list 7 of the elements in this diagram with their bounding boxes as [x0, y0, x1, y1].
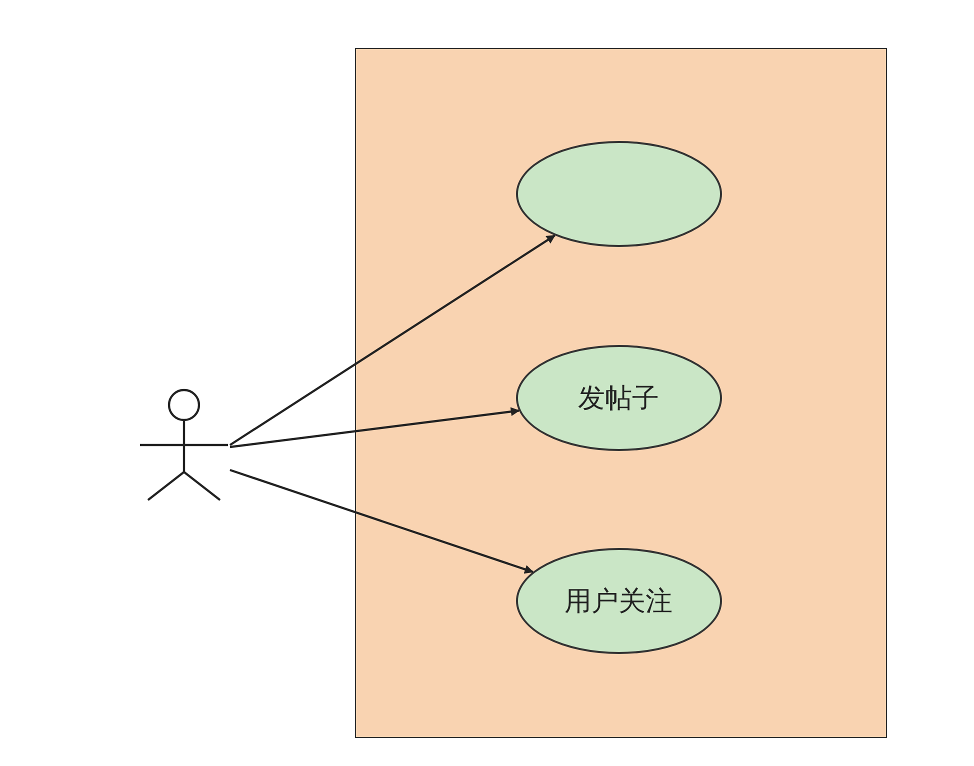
system-boundary: [355, 48, 887, 738]
actor-drawing: [138, 388, 230, 504]
arrow: [230, 468, 534, 574]
arrow: [229, 234, 556, 446]
arrow: [230, 407, 520, 448]
use-case-label: 发帖子: [578, 382, 659, 416]
use-case-label: 用户关注: [564, 584, 672, 618]
